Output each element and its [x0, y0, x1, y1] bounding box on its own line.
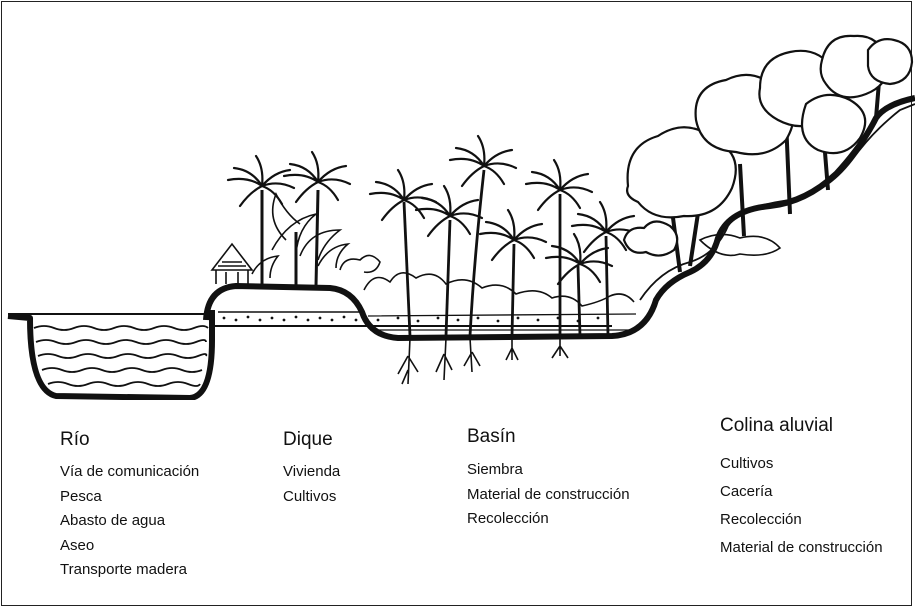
list-item: Aseo	[60, 534, 199, 559]
list-item: Cultivos	[283, 485, 340, 510]
floodplain-cross-section	[0, 0, 915, 400]
list-item: Transporte madera	[60, 558, 199, 583]
basin-vegetation	[364, 136, 638, 384]
zone-title-basin: Basín	[467, 427, 516, 446]
list-item: Vía de comunicación	[60, 460, 199, 485]
levee-vegetation	[228, 152, 380, 286]
list-item: Pesca	[60, 485, 199, 510]
zone-uses-basin: Siembra Material de construcción Recolec…	[467, 458, 630, 532]
zone-uses-rio: Vía de comunicación Pesca Abasto de agua…	[60, 460, 199, 583]
zone-uses-dique: Vivienda Cultivos	[283, 460, 340, 509]
list-item: Vivienda	[283, 460, 340, 485]
list-item: Abasto de agua	[60, 509, 199, 534]
list-item: Recolección	[720, 506, 883, 534]
list-item: Material de construcción	[467, 483, 630, 508]
hill-forest	[624, 36, 912, 272]
list-item: Siembra	[467, 458, 630, 483]
hut-icon	[212, 244, 252, 284]
list-item: Cultivos	[720, 450, 883, 478]
zone-uses-colina-aluvial: Cultivos Cacería Recolección Material de…	[720, 450, 883, 562]
zone-title-dique: Dique	[283, 430, 333, 449]
list-item: Material de construcción	[720, 534, 883, 562]
list-item: Recolección	[467, 507, 630, 532]
zone-title-rio: Río	[60, 430, 90, 449]
zone-title-colina-aluvial: Colina aluvial	[720, 416, 833, 435]
river	[8, 310, 212, 398]
list-item: Cacería	[720, 478, 883, 506]
